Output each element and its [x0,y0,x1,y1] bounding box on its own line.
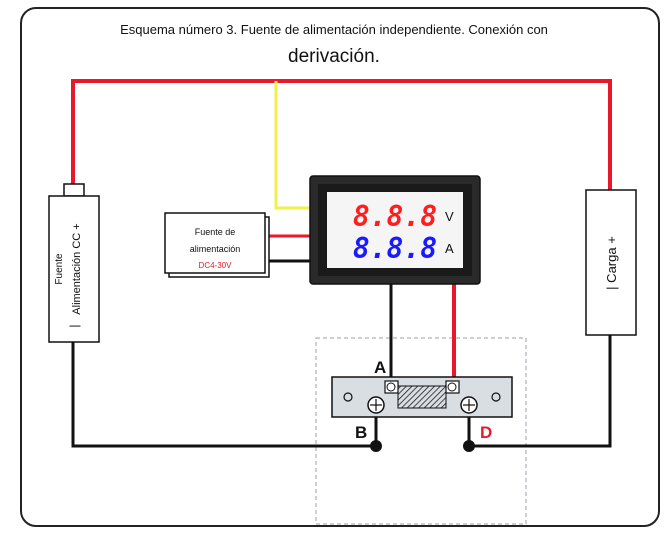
yellow-wire [274,81,316,210]
power-supply-range: DC4-30V [199,261,233,270]
diagram-subtitle: derivación. [288,46,380,67]
label-b: B [355,423,367,442]
shunt-resistor [331,376,513,418]
shunt-hole-right [491,392,501,402]
source-label-line1: Fuente [54,253,65,285]
source-minus-mark: | [67,324,81,327]
load-label: | Carga + [604,236,619,290]
shunt-area-outline [315,337,527,525]
label-d: D [480,423,492,442]
voltage-unit: V [445,209,454,224]
shunt-hole-left [343,392,353,402]
black-wire-left [71,341,378,448]
source-label-line2: Alimentación CC + [71,223,83,314]
power-supply-line2: alimentación [190,244,241,254]
black-wire-right [470,334,612,448]
dc-power-source: Fuente Alimentación CC + | [48,183,100,343]
volt-amp-meter: 8.8.8 V 8.8.8 A [309,175,481,285]
label-a: A [374,358,386,377]
power-supply-line1: Fuente de [195,227,236,237]
current-unit: A [445,241,454,256]
diagram-title: Esquema número 3. Fuente de alimentación… [120,22,548,37]
shunt-element [397,385,447,409]
power-supply-box: Fuente de alimentación DC4-30V [164,212,270,278]
red-wire-top [71,79,612,190]
current-display: 8.8.8 [353,232,437,265]
diagram-frame [20,7,660,527]
load-box: | Carga + [585,189,637,336]
junction-d [463,440,475,452]
junction-b [370,440,382,452]
voltage-display: 8.8.8 [353,200,437,233]
